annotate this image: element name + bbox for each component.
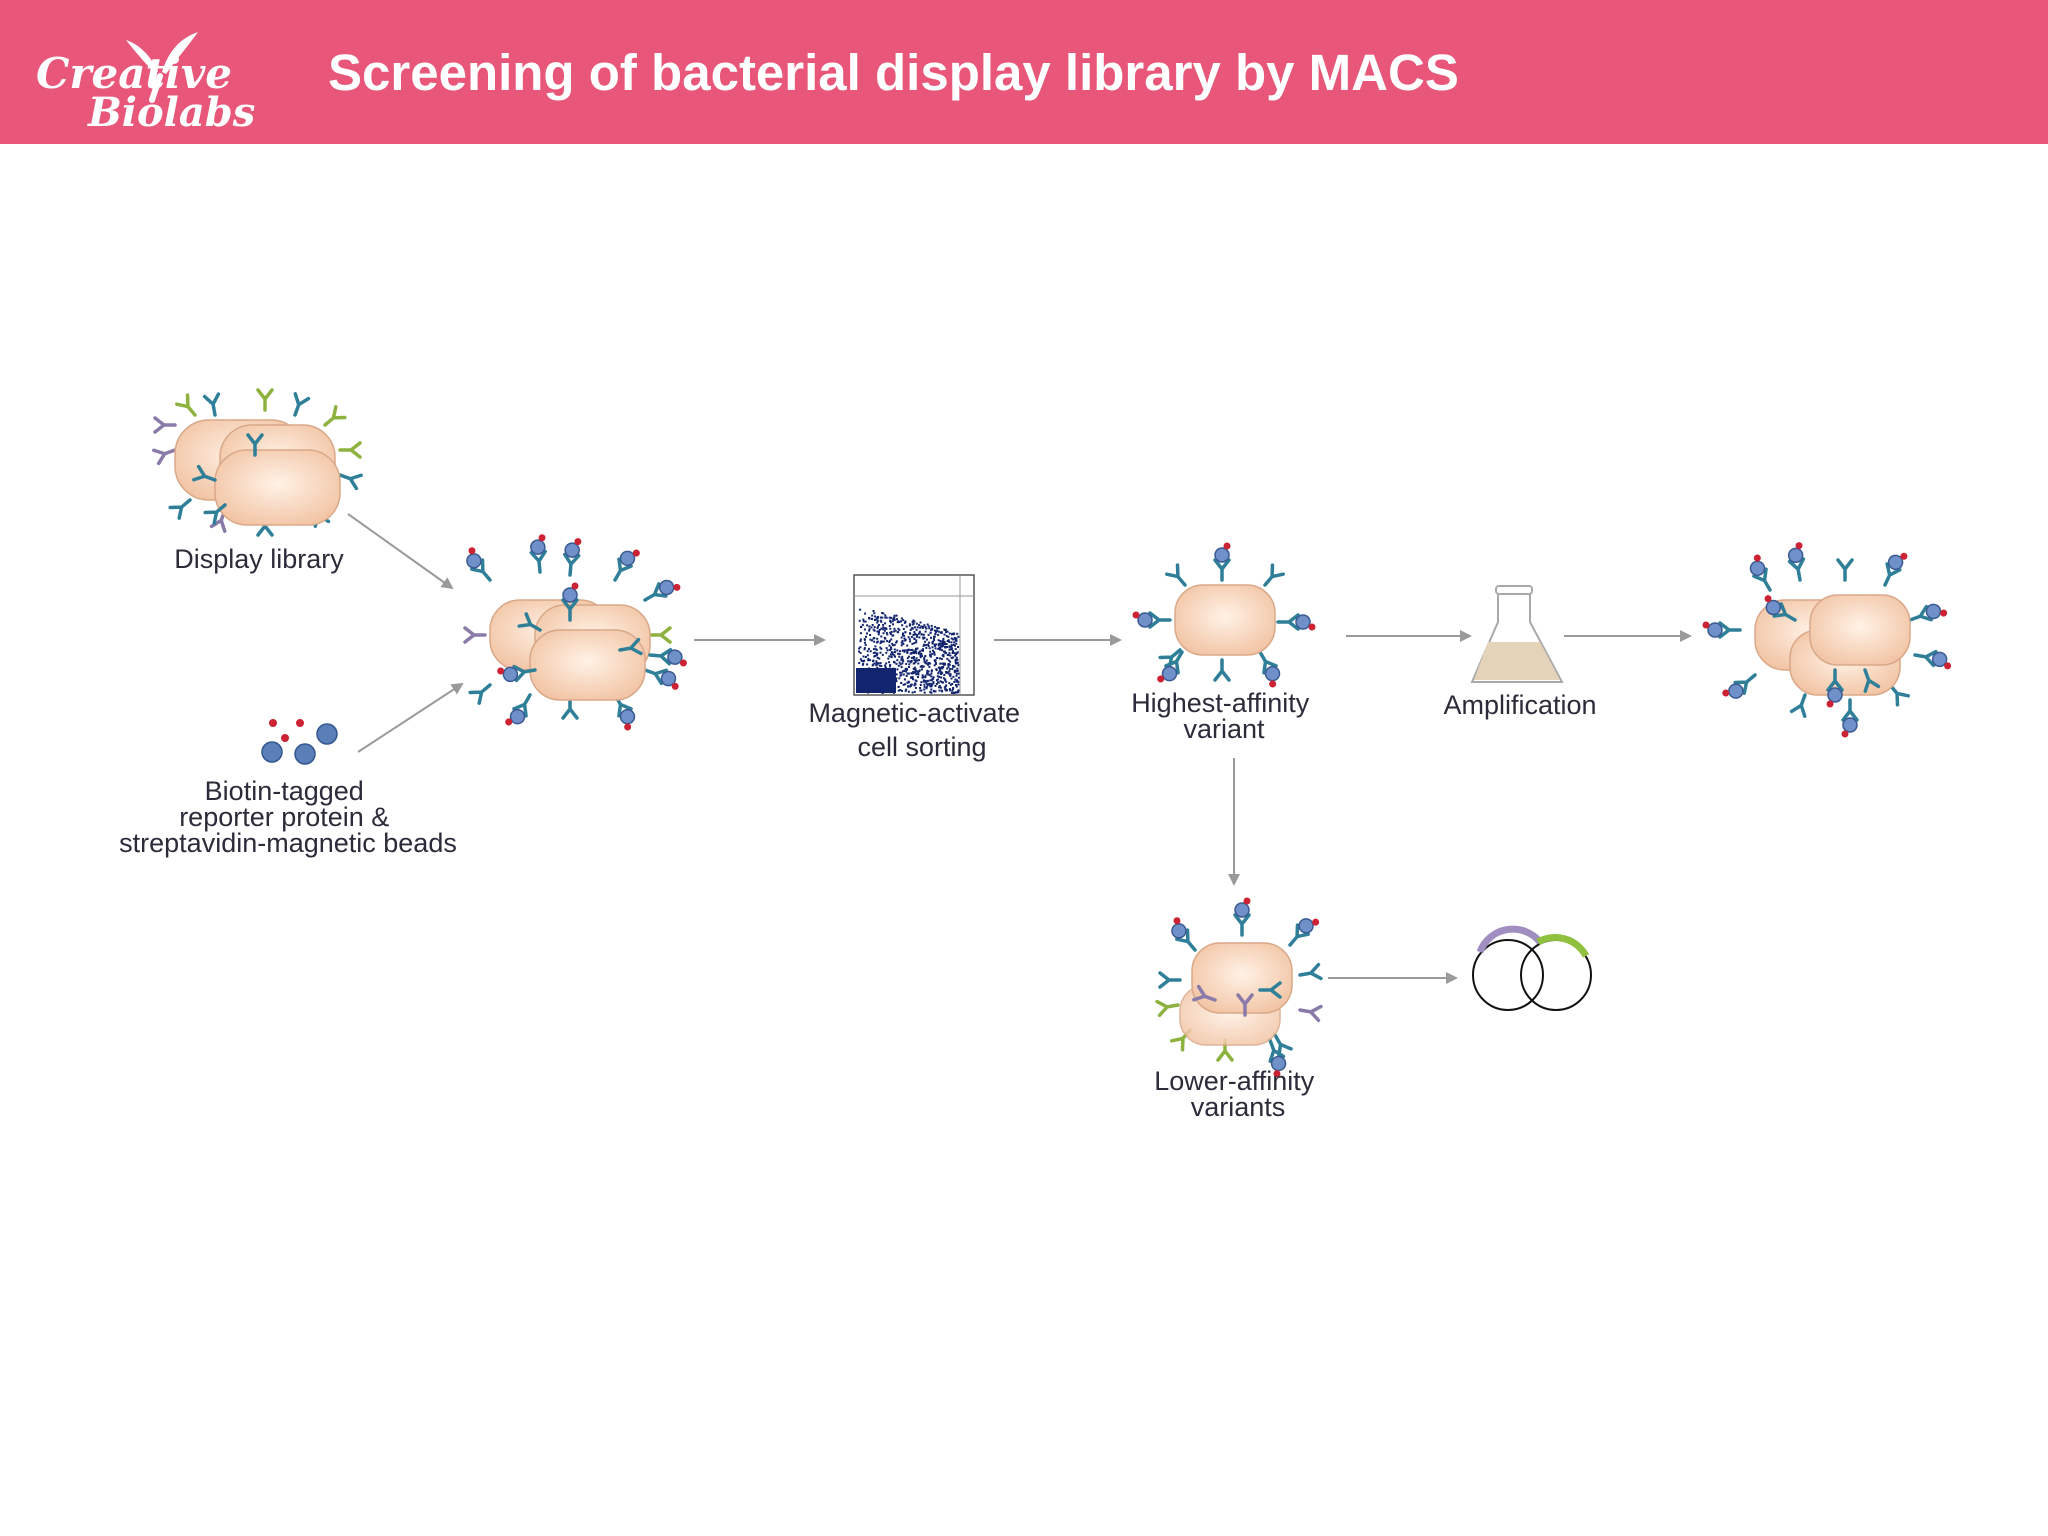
logo-text-line1: Creative bbox=[36, 49, 232, 98]
sorting-scatter-plot bbox=[853, 574, 975, 696]
logo-text-line2: Biolabs bbox=[87, 89, 255, 134]
creative-biolabs-logo: Creative Biolabs bbox=[30, 14, 290, 134]
label-display-library: Display library bbox=[174, 544, 344, 574]
label-amplification: Amplification bbox=[1443, 690, 1596, 720]
label-reagents: Biotin-tagged reporter protein & strepta… bbox=[119, 776, 457, 858]
highest-affinity-cell bbox=[1130, 540, 1318, 691]
display-library-cells bbox=[152, 388, 363, 537]
page-title: Screening of bacterial display library b… bbox=[328, 44, 1459, 101]
lower-affinity-cells bbox=[1155, 895, 1323, 1080]
labeled-cells-cluster bbox=[458, 532, 690, 734]
flask-icon bbox=[1470, 585, 1564, 683]
arrow-library-to-mix bbox=[347, 513, 454, 590]
plasmid-icon bbox=[1472, 925, 1592, 1011]
amplified-cells-cluster bbox=[1700, 539, 1955, 740]
label-sorting: Magnetic-activate cell sorting bbox=[808, 698, 1027, 762]
arrow-reagents-to-mix bbox=[357, 682, 464, 753]
header-bar: Creative Biolabs Screening of bacterial … bbox=[0, 0, 2048, 144]
label-lower-affinity: Lower-affinity variants bbox=[1154, 1066, 1322, 1122]
magnetic-beads-icon bbox=[261, 719, 338, 765]
label-highest-affinity: Highest-affinity variant bbox=[1131, 688, 1317, 744]
